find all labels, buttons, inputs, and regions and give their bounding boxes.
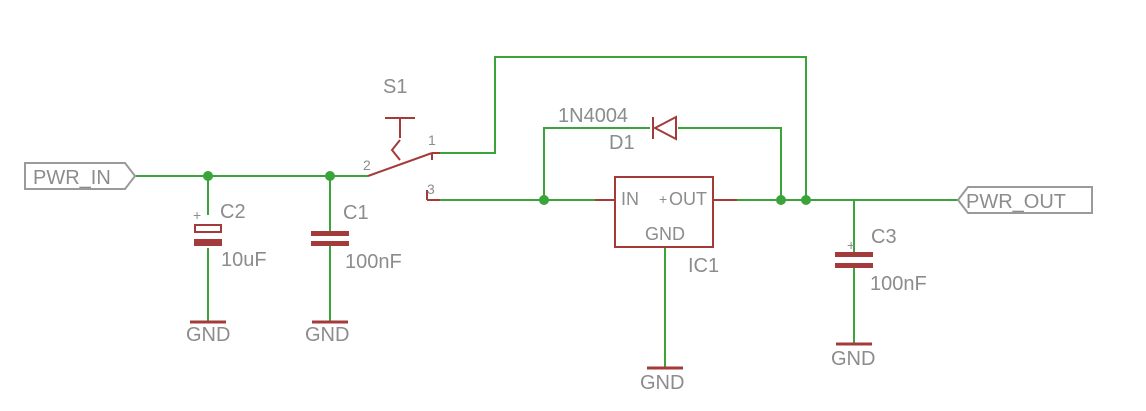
port-pwr-out-outline <box>956 186 1093 214</box>
switch-s1[interactable]: S1 1 2 3 <box>363 76 440 201</box>
regulator-body <box>614 176 714 248</box>
capacitor-c2[interactable]: + C2 10uF <box>193 201 267 271</box>
ground-label: GND <box>305 324 349 346</box>
ground-c1[interactable]: GND <box>305 320 349 346</box>
net-diode-right <box>678 127 782 200</box>
switch-pin-3-label: 3 <box>427 181 435 197</box>
net-switch-1-feedback <box>440 56 807 200</box>
junction-dot <box>325 171 335 181</box>
ground-ic1[interactable]: GND <box>640 366 684 394</box>
port-pwr-out-label: PWR_OUT <box>966 191 1066 213</box>
junctions <box>203 171 811 205</box>
diode-d1-name: D1 <box>609 132 635 154</box>
switch-actuator-detent <box>390 139 401 161</box>
c2-plate-positive <box>194 224 222 233</box>
port-pwr-in[interactable]: PWR_IN <box>24 162 137 190</box>
ground-c3[interactable]: GND <box>831 342 875 370</box>
c3-name: C3 <box>871 226 897 248</box>
regulator-plus-sign: + <box>659 191 667 207</box>
regulator-out-label: OUT <box>669 189 707 209</box>
diode-d1-value: 1N4004 <box>558 105 628 127</box>
c3-plate-top <box>835 252 873 257</box>
port-pwr-in-outline <box>24 162 137 190</box>
c1-plate-bottom <box>311 241 349 246</box>
junction-dot <box>539 195 549 205</box>
switch-lever <box>367 152 433 177</box>
net-diode-left <box>543 127 650 200</box>
junction-dot <box>203 171 213 181</box>
ground-label: GND <box>186 324 230 346</box>
c2-plus-sign: + <box>193 207 201 223</box>
wires <box>135 56 958 368</box>
junction-dot <box>801 195 811 205</box>
c1-name: C1 <box>343 202 369 224</box>
junction-dot <box>776 195 786 205</box>
c3-plus-sign: + <box>847 237 855 253</box>
c1-plate-top <box>311 231 349 236</box>
c1-value: 100nF <box>345 251 402 273</box>
regulator-name: IC1 <box>688 255 719 277</box>
diode-d1[interactable]: 1N4004 D1 <box>558 105 677 154</box>
c2-name: C2 <box>220 201 246 223</box>
c2-value: 10uF <box>221 249 267 271</box>
c2-plate-negative <box>194 239 222 246</box>
port-pwr-in-label: PWR_IN <box>33 167 111 189</box>
capacitor-c1[interactable]: C1 100nF <box>311 202 402 273</box>
switch-pin-2-label: 2 <box>363 157 371 173</box>
switch-pin-1-label: 1 <box>428 132 436 148</box>
regulator-ic1[interactable]: IN + OUT GND IC1 <box>595 176 737 277</box>
regulator-in-label: IN <box>621 189 639 209</box>
ground-label: GND <box>640 372 684 394</box>
c3-plate-bottom <box>835 263 873 268</box>
ground-label: GND <box>831 348 875 370</box>
capacitor-c3[interactable]: + C3 100nF <box>835 226 927 295</box>
diode-triangle <box>652 115 677 141</box>
c3-value: 100nF <box>870 273 927 295</box>
switch-s1-name: S1 <box>383 76 407 98</box>
regulator-gnd-label: GND <box>645 224 685 244</box>
ground-c2[interactable]: GND <box>186 320 230 346</box>
port-pwr-out[interactable]: PWR_OUT <box>956 186 1093 214</box>
